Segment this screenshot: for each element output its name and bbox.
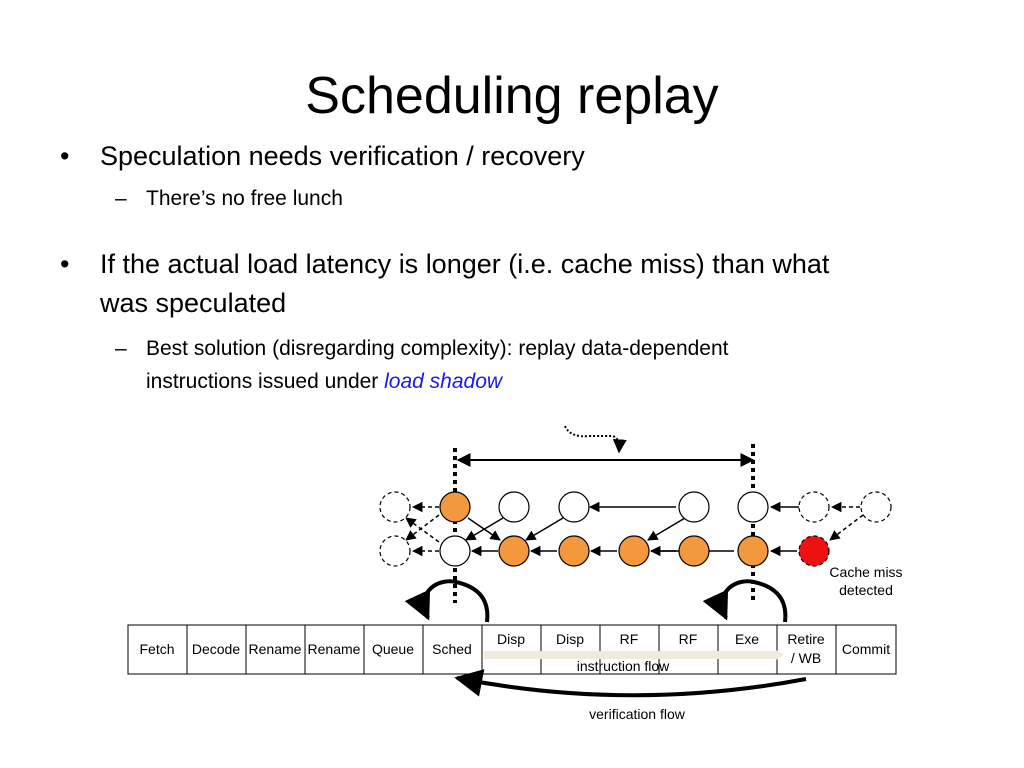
dotted-curve-arrow [564, 425, 627, 454]
cache-miss-label-detected: detected [839, 582, 893, 598]
dashed-dependency-arrows [405, 501, 864, 557]
stage-rename: Rename [249, 641, 302, 657]
sub-bullet-marker: – [115, 337, 127, 360]
waiting-node [737, 491, 769, 523]
stage-commit: Commit [842, 641, 890, 657]
squashed-node [379, 491, 411, 523]
stage-retire: Retire [787, 631, 825, 647]
squashed-node [860, 491, 892, 523]
waiting-node [498, 491, 530, 523]
bullet-text: Speculation needs verification / recover… [100, 141, 585, 171]
sub-bullet-text-prefix: instructions issued under [146, 370, 385, 393]
cache-miss-label: Cache miss [829, 564, 902, 580]
shadow-issued-node [618, 535, 650, 567]
bullet-text-line1: If the actual load latency is longer (i.… [100, 249, 830, 279]
shadow-issued-node [737, 535, 769, 567]
instruction-nodes [379, 491, 892, 567]
exe-loop-arrow [702, 579, 788, 623]
instruction-flow-band [484, 651, 776, 659]
stage-decode: Decode [192, 641, 240, 657]
sub-bullet-text-line1: Best solution (disregarding complexity):… [146, 337, 729, 360]
bullet-marker: • [60, 141, 70, 171]
load-shadow-emphasis: load shadow [384, 370, 503, 393]
verification-flow-arrow [454, 669, 807, 698]
waiting-node [439, 535, 471, 567]
sub-bullet-text-line2: instructions issued under load shadow [146, 366, 502, 398]
issued-load-node [439, 491, 471, 523]
stage-rf: RF [620, 631, 639, 647]
shadow-issued-node [558, 535, 590, 567]
sub-bullet-marker: – [115, 187, 127, 210]
squashed-node [798, 491, 830, 523]
stage-wb: / WB [791, 650, 821, 666]
cache-miss-load-node [798, 535, 830, 567]
waiting-node [558, 491, 590, 523]
sub-bullet-text: There’s no free lunch [146, 187, 343, 210]
instruction-flow-label: instruction flow [577, 658, 670, 674]
pipeline-stage-table: Fetch Decode Rename Rename Queue Sched D… [127, 624, 897, 675]
stage-exe: Exe [735, 631, 759, 647]
sched-loop-arrow [404, 579, 490, 623]
stage-fetch: Fetch [139, 641, 174, 657]
shadow-issued-node [678, 535, 710, 567]
stage-sched: Sched [432, 641, 472, 657]
stage-queue: Queue [372, 641, 414, 657]
slide-title: Scheduling replay [305, 67, 719, 125]
shadow-issued-node [498, 535, 530, 567]
waiting-node [678, 491, 710, 523]
stage-rf: RF [679, 631, 698, 647]
stage-rename: Rename [308, 641, 361, 657]
bullet-marker: • [60, 249, 70, 279]
stage-disp: Disp [497, 631, 525, 647]
stage-disp: Disp [556, 631, 584, 647]
verification-flow-label: verification flow [589, 706, 686, 722]
bullet-text-line2: was speculated [100, 288, 287, 318]
squashed-node [379, 535, 411, 567]
